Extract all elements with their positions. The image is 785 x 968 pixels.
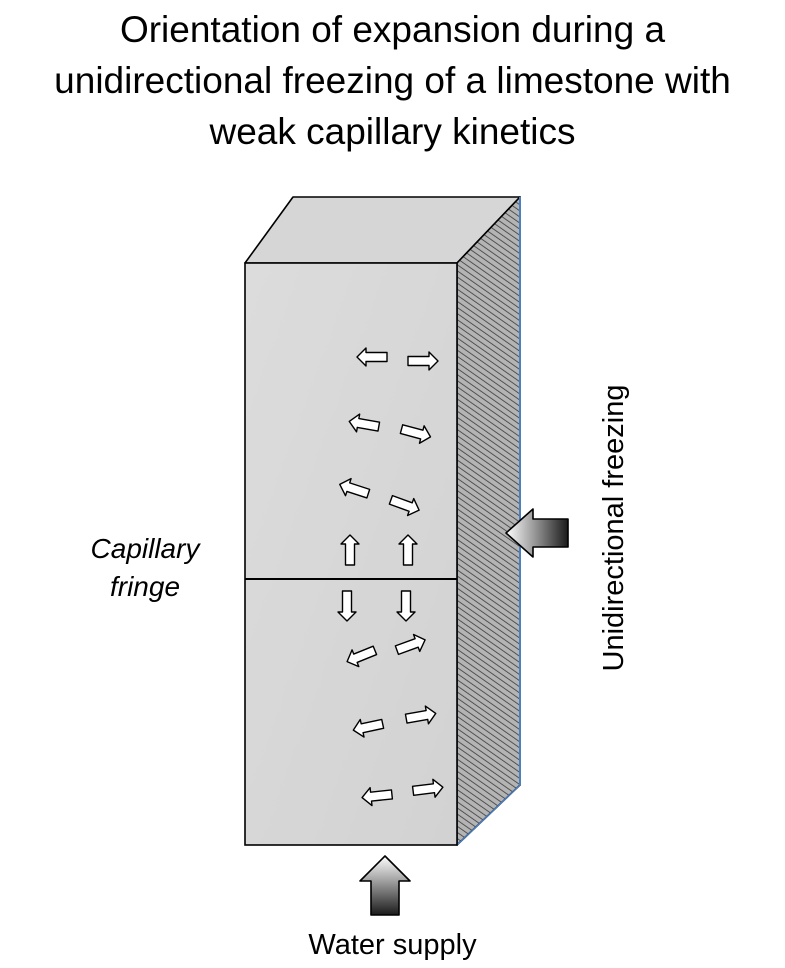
water-supply-label: Water supply	[308, 929, 477, 961]
unidirectional-freezing-label: Unidirectional freezing	[598, 384, 630, 672]
side-face-edge-bottom	[456, 784, 521, 846]
water-supply-arrow-icon	[359, 855, 411, 916]
block-side-face	[456, 196, 521, 846]
capillary-fringe-label: Capillary fringe	[60, 530, 230, 606]
diagram-title: Orientation of expansion during a unidir…	[0, 0, 785, 157]
capillary-fringe-label-line-1: Capillary	[90, 533, 200, 564]
title-line-3: weak capillary kinetics	[209, 111, 576, 152]
capillary-fringe-label-line-2: fringe	[109, 571, 181, 602]
title-line-2: unidirectional freezing of a limestone w…	[54, 60, 731, 101]
limestone-block	[244, 196, 521, 846]
freezing-arrow-icon	[505, 508, 569, 558]
title-line-1: Orientation of expansion during a	[119, 9, 666, 50]
